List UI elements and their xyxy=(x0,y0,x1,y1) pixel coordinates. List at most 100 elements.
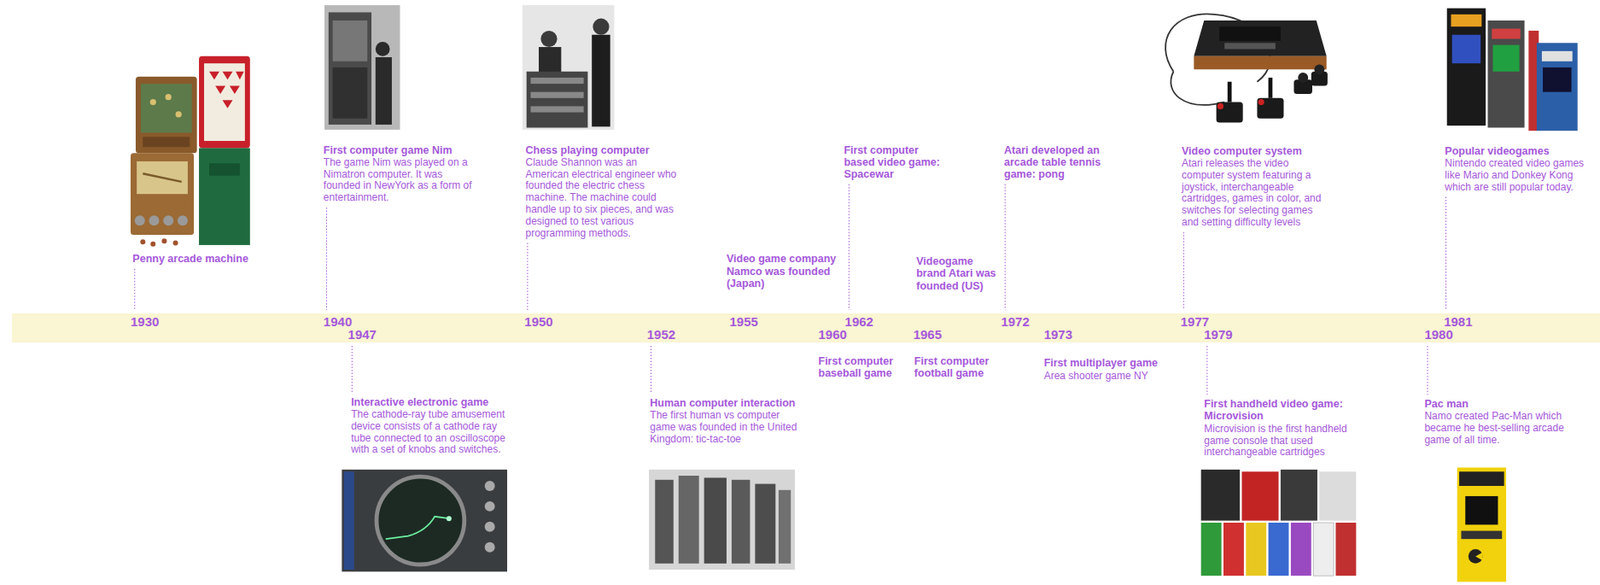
oscilloscope-photo-part xyxy=(446,515,452,521)
microvision-boxes-part xyxy=(1335,522,1356,576)
oscilloscope-photo-part xyxy=(344,471,355,570)
event-heading: First handheld video game: Microvision xyxy=(1203,397,1373,423)
computer-racks-photo-part xyxy=(648,469,795,570)
year-label: 1940 xyxy=(323,315,352,328)
event-heading: Videogame brand Atari was founded (US) xyxy=(916,255,1000,292)
pacman-cabinet-part xyxy=(1465,496,1498,525)
pacman-cabinet-part xyxy=(1457,467,1507,582)
atari-console-part xyxy=(1258,99,1265,106)
year-label: 1973 xyxy=(1044,327,1073,341)
pacman-cabinet xyxy=(1457,467,1507,582)
nimatron-photo-part xyxy=(332,67,368,119)
year-label: 1955 xyxy=(729,315,759,328)
arcade-cabinets-part xyxy=(1493,45,1520,72)
year-label: 1960 xyxy=(818,327,847,341)
oscilloscope-photo xyxy=(341,469,508,573)
arcade-cabinets xyxy=(1447,8,1578,131)
event-heading: Video computer system xyxy=(1181,145,1325,158)
event-heading: Human computer interaction xyxy=(649,397,803,409)
event-description: Area shooter game NY xyxy=(1044,370,1177,383)
oscilloscope-photo-part xyxy=(376,476,465,565)
atari-console-part xyxy=(1217,103,1224,110)
computer-racks-photo-part xyxy=(778,490,791,564)
penny-arcade-illustration-part xyxy=(142,173,182,182)
event-heading: First computer based video game: Spacewa… xyxy=(843,144,946,182)
arcade-cabinets-part xyxy=(1488,20,1525,128)
microvision-boxes-part xyxy=(1223,522,1244,576)
computer-racks-photo-part xyxy=(754,484,776,564)
penny-arcade-illustration-part xyxy=(173,240,179,246)
event-description: Atari releases the video computer system… xyxy=(1181,157,1325,229)
penny-arcade-illustration-part xyxy=(204,63,246,141)
microvision-boxes-part xyxy=(1242,471,1279,520)
atari-console-part xyxy=(1170,71,1225,106)
penny-arcade-illustration-part xyxy=(150,99,157,106)
arcade-cabinets-part xyxy=(1447,8,1486,126)
year-label: 1965 xyxy=(913,327,942,341)
event-heading: Penny arcade machine xyxy=(132,252,265,265)
pacman-cabinet-part xyxy=(1459,471,1505,486)
microvision-boxes-part xyxy=(1245,522,1267,576)
computer-racks-photo-part xyxy=(654,479,674,564)
penny-arcade-illustration-part xyxy=(148,215,159,226)
leader-line xyxy=(1445,196,1447,310)
penny-arcade-illustration-part xyxy=(209,71,245,109)
event-description: The cathode-ray tube amusement device co… xyxy=(350,408,514,456)
event-heading: Popular videogames xyxy=(1444,145,1588,158)
atari-console-part xyxy=(1268,77,1273,99)
event-heading: Video game company Namco was founded (Ja… xyxy=(726,252,839,290)
penny-arcade-illustration-part xyxy=(140,83,193,133)
event-heading: First computer football game xyxy=(914,355,1003,380)
oscilloscope-photo-part xyxy=(484,521,496,532)
arcade-cabinets-part xyxy=(1491,29,1520,40)
year-label: 1979 xyxy=(1203,327,1233,341)
event-description: The game Nim was played on a Nimatron co… xyxy=(323,157,477,205)
event-heading: Chess playing computer xyxy=(525,144,679,157)
penny-arcade-illustration-part xyxy=(165,93,172,100)
penny-arcade-illustration-part xyxy=(163,215,174,226)
atari-console-part xyxy=(1313,64,1325,75)
atari-console xyxy=(1165,13,1328,123)
penny-arcade-illustration-part xyxy=(134,215,146,226)
year-label: 1952 xyxy=(647,327,676,341)
oscilloscope-photo-part xyxy=(341,469,508,573)
penny-arcade-illustration-part xyxy=(198,56,251,149)
nimatron-photo-part xyxy=(375,57,392,125)
pacman-cabinet-part xyxy=(1460,531,1502,540)
oscilloscope-photo-part xyxy=(385,516,450,539)
chess-machine-photo-part xyxy=(540,30,557,47)
atari-console-part xyxy=(1256,98,1284,119)
arcade-cabinets-part xyxy=(1451,14,1483,27)
computer-racks-photo-part xyxy=(731,479,751,564)
nimatron-photo xyxy=(324,5,400,130)
computer-racks-photo-part xyxy=(704,477,727,563)
chess-machine-photo-part xyxy=(526,71,589,129)
atari-console-part xyxy=(1297,72,1309,83)
leader-line xyxy=(326,207,328,310)
year-label: 1930 xyxy=(130,315,159,328)
event-heading: Interactive electronic game xyxy=(350,396,514,409)
penny-arcade-illustration-part xyxy=(177,215,188,226)
oscilloscope-photo-part xyxy=(484,542,496,553)
oscilloscope-photo-part xyxy=(484,480,496,491)
atari-console-part xyxy=(1224,42,1276,49)
pacman-cabinet-part xyxy=(1468,548,1484,564)
penny-arcade-illustration-part xyxy=(161,238,167,244)
penny-arcade-illustration-part xyxy=(140,239,146,245)
event-description: The first human vs computer game was fou… xyxy=(649,409,803,445)
penny-arcade-illustration-part xyxy=(142,136,190,147)
chess-machine-photo-part xyxy=(592,18,609,36)
year-label: 1962 xyxy=(845,315,874,328)
penny-arcade-illustration-part xyxy=(130,152,194,235)
microvision-boxes-part xyxy=(1201,522,1222,576)
nimatron-photo-part xyxy=(332,20,368,62)
chess-machine-photo-part xyxy=(530,92,584,99)
leader-line xyxy=(1206,345,1208,395)
computer-racks-photo-part xyxy=(678,475,700,564)
nimatron-photo-part xyxy=(375,41,391,57)
nimatron-photo-part xyxy=(324,5,400,130)
arcade-cabinets-part xyxy=(1452,35,1481,64)
